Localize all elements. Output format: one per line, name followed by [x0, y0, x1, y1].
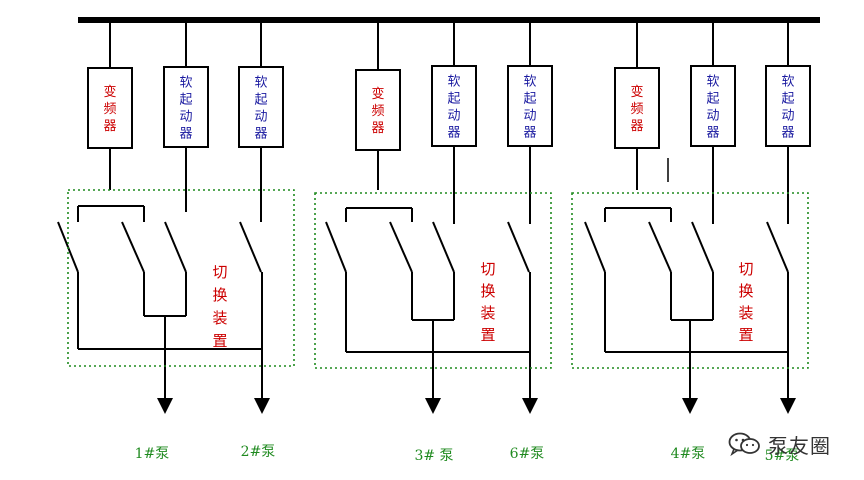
- soft-starter-box: [765, 65, 811, 147]
- device-label-char: 变: [103, 84, 116, 100]
- pump-arrow: [522, 398, 538, 414]
- switch-blade: [584, 221, 606, 273]
- pump-label: 5#泵: [765, 448, 800, 464]
- switch-blade: [239, 221, 262, 273]
- soft-starter-box: [431, 65, 477, 147]
- switch-blade: [766, 221, 789, 273]
- soft-starter-box: [690, 65, 736, 147]
- pump-label: 1#泵: [135, 446, 170, 462]
- watermark-text: 泵友圈: [768, 433, 831, 458]
- switch-label-char: 置: [480, 326, 495, 344]
- soft-starter-box: [507, 65, 553, 147]
- switch-blade: [325, 221, 347, 273]
- switch-label-char: 装: [738, 304, 753, 322]
- watermark: 泵友圈: [728, 426, 848, 462]
- device-label-char: 频: [371, 104, 384, 119]
- device-label-char: 器: [447, 126, 460, 141]
- switch-label-char: 切: [212, 263, 227, 281]
- device-label-char: 器: [523, 126, 536, 141]
- pump-arrow: [780, 398, 796, 414]
- switch-label-char: 切: [738, 260, 753, 278]
- device-label-char: 起: [254, 93, 267, 108]
- device-label-char: 软: [179, 76, 192, 91]
- switch-group-boundary: [67, 189, 295, 367]
- device-label-char: 变: [371, 86, 384, 102]
- device-label-char: 器: [371, 121, 384, 136]
- switch-label-char: 换: [480, 282, 495, 300]
- wechat-icon: [728, 432, 760, 457]
- pump-arrow: [254, 398, 270, 414]
- device-label-char: 变: [630, 84, 643, 100]
- device-label-char: 器: [630, 119, 643, 134]
- device-label-char: 动: [254, 110, 267, 125]
- pump-arrow: [157, 398, 173, 414]
- pump-label: 6#泵: [510, 446, 545, 462]
- pump-arrow: [425, 398, 441, 414]
- device-label-char: 起: [781, 92, 794, 107]
- soft-starter-box: [238, 66, 284, 148]
- device-label-char: 起: [447, 92, 460, 107]
- device-label-char: 起: [523, 92, 536, 107]
- switch-blade: [389, 221, 413, 273]
- device-label-char: 频: [103, 102, 116, 117]
- switch-label-char: 置: [738, 326, 753, 344]
- device-label-char: 软: [254, 76, 267, 91]
- device-label-char: 软: [447, 75, 460, 90]
- device-label-char: 软: [781, 75, 794, 90]
- device-label-char: 动: [523, 109, 536, 124]
- switch-blade: [432, 221, 455, 273]
- switch-label-char: 置: [212, 332, 227, 350]
- device-label-char: 软: [706, 75, 719, 90]
- switch-blade: [164, 221, 187, 273]
- vfd-box: [87, 67, 133, 149]
- pump-label: 3# 泵: [414, 448, 453, 464]
- device-label-char: 动: [447, 109, 460, 124]
- switch-label-char: 装: [212, 309, 227, 327]
- pump-label: 4#泵: [671, 446, 706, 462]
- switch-blade: [121, 221, 145, 273]
- switch-blade: [691, 221, 714, 273]
- soft-starter-box: [163, 66, 209, 148]
- pump-arrow: [682, 398, 698, 414]
- device-label-char: 软: [523, 75, 536, 90]
- wiring: [57, 17, 820, 398]
- switch-label-char: 切: [480, 260, 495, 278]
- device-label-char: 频: [630, 102, 643, 117]
- device-label-char: 器: [254, 127, 267, 142]
- vfd-box: [614, 67, 660, 149]
- device-label-char: 器: [706, 126, 719, 141]
- device-label-char: 器: [103, 119, 116, 134]
- device-label-char: 动: [706, 109, 719, 124]
- switch-blade: [507, 221, 530, 273]
- device-label-char: 起: [179, 93, 192, 108]
- device-label-char: 动: [179, 110, 192, 125]
- switch-label-char: 换: [738, 282, 753, 300]
- vfd-box: [355, 69, 401, 151]
- pump-label: 2#泵: [241, 444, 276, 460]
- switch-label-char: 装: [480, 304, 495, 322]
- switch-blade: [648, 221, 672, 273]
- device-label-char: 起: [706, 92, 719, 107]
- device-label-char: 器: [781, 126, 794, 141]
- device-label-char: 器: [179, 127, 192, 142]
- device-label-char: 动: [781, 109, 794, 124]
- switch-label-char: 换: [212, 286, 227, 304]
- pump-outputs: 1#泵 2#泵 3# 泵 6#泵 4#泵 5#泵: [135, 398, 800, 464]
